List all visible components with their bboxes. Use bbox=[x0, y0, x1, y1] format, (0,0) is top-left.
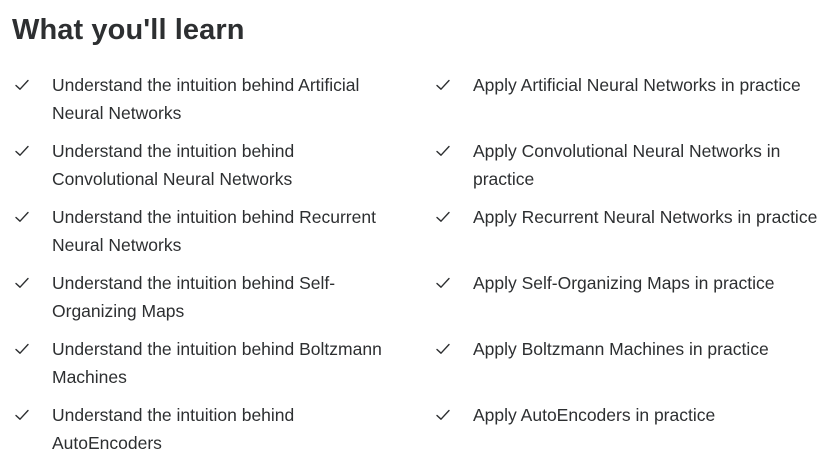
check-icon bbox=[436, 211, 450, 223]
list-item: Understand the intuition behind Convolut… bbox=[12, 136, 433, 202]
check-icon bbox=[436, 145, 450, 157]
check-icon bbox=[15, 409, 29, 421]
check-icon bbox=[436, 277, 450, 289]
section-title: What you'll learn bbox=[12, 14, 245, 46]
list-item: Apply Self-Organizing Maps in practice bbox=[433, 268, 824, 334]
learning-objectives-list: Understand the intuition behind Artifici… bbox=[12, 70, 824, 466]
list-item: Understand the intuition behind Recurren… bbox=[12, 202, 433, 268]
list-item-text: Understand the intuition behind Recurren… bbox=[52, 207, 376, 255]
list-item: Understand the intuition behind Artifici… bbox=[12, 70, 433, 136]
check-icon bbox=[15, 211, 29, 223]
list-item: Understand the intuition behind AutoEnco… bbox=[12, 400, 433, 466]
list-item-text: Understand the intuition behind Boltzman… bbox=[52, 339, 382, 387]
check-icon bbox=[15, 277, 29, 289]
check-icon bbox=[15, 145, 29, 157]
check-icon bbox=[436, 79, 450, 91]
list-item: Apply AutoEncoders in practice bbox=[433, 400, 824, 466]
list-item-text: Understand the intuition behind Artifici… bbox=[52, 75, 360, 123]
list-item-text: Understand the intuition behind Convolut… bbox=[52, 141, 295, 189]
check-icon bbox=[436, 343, 450, 355]
list-item-text: Apply Recurrent Neural Networks in pract… bbox=[473, 207, 818, 227]
check-icon bbox=[15, 79, 29, 91]
list-item: Understand the intuition behind Boltzman… bbox=[12, 334, 433, 400]
list-item: Apply Recurrent Neural Networks in pract… bbox=[433, 202, 824, 268]
list-item-text: Apply Convolutional Neural Networks in p… bbox=[473, 141, 781, 189]
list-item: Understand the intuition behind Self-Org… bbox=[12, 268, 433, 334]
list-item-text: Apply Artificial Neural Networks in prac… bbox=[473, 75, 801, 95]
list-item-text: Apply Self-Organizing Maps in practice bbox=[473, 273, 775, 293]
list-item-text: Understand the intuition behind Self-Org… bbox=[52, 273, 336, 321]
list-item-text: Understand the intuition behind AutoEnco… bbox=[52, 405, 295, 453]
list-item: Apply Convolutional Neural Networks in p… bbox=[433, 136, 824, 202]
list-item-text: Apply Boltzmann Machines in practice bbox=[473, 339, 769, 359]
list-item-text: Apply AutoEncoders in practice bbox=[473, 405, 716, 425]
check-icon bbox=[436, 409, 450, 421]
list-item: Apply Boltzmann Machines in practice bbox=[433, 334, 824, 400]
list-item: Apply Artificial Neural Networks in prac… bbox=[433, 70, 824, 136]
check-icon bbox=[15, 343, 29, 355]
